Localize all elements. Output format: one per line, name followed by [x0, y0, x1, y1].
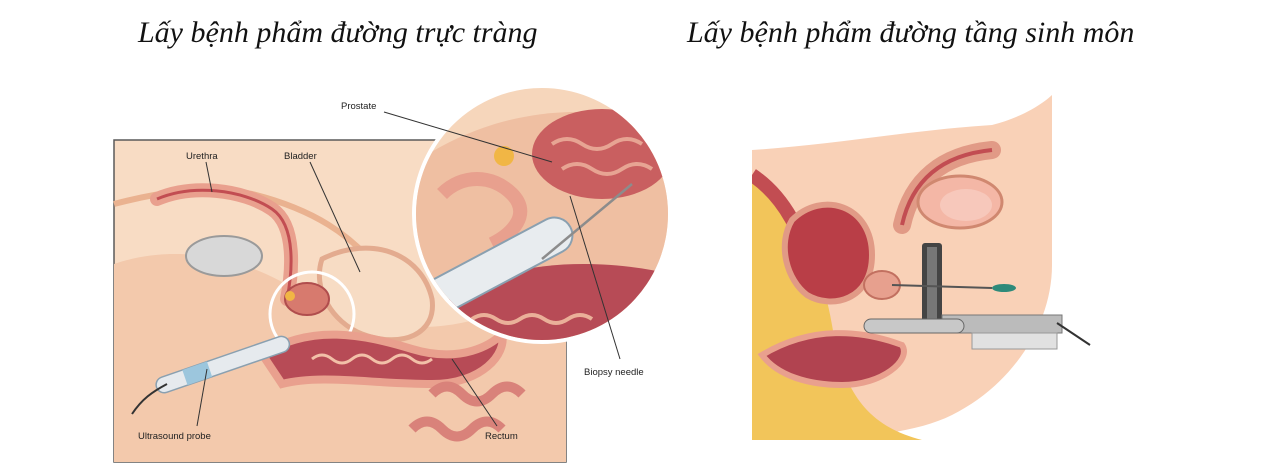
title-transperineal: Lấy bệnh phẩm đường tầng sinh môn [687, 16, 1135, 49]
transrectal-biopsy-illustration: Prostate Urethra Bladder Biopsy needle U… [113, 84, 668, 463]
label-bladder: Bladder [284, 151, 317, 162]
biopsy-needle-zoomed [541, 183, 633, 260]
pubic-bone [185, 235, 263, 277]
probe-cable [131, 383, 168, 415]
label-biopsy-needle: Biopsy needle [584, 367, 644, 378]
transperineal-biopsy-illustration [752, 95, 1091, 440]
bladder [316, 245, 435, 343]
title-transrectal: Lấy bệnh phẩm đường trực tràng [138, 16, 538, 49]
bladder [781, 201, 876, 305]
label-ultrasound-probe: Ultrasound probe [138, 431, 211, 442]
ultrasound-probe [863, 318, 965, 334]
label-rectum: Rectum [485, 431, 518, 442]
probe-cable [1056, 322, 1091, 346]
ultrasound-probe [155, 335, 291, 394]
prostate [284, 282, 330, 316]
label-urethra: Urethra [186, 151, 218, 162]
rectum [757, 330, 907, 389]
needle-handle [992, 284, 1016, 292]
label-prostate: Prostate [341, 101, 376, 112]
prostate-zoomed [532, 109, 668, 199]
biopsy-needle [891, 284, 993, 289]
